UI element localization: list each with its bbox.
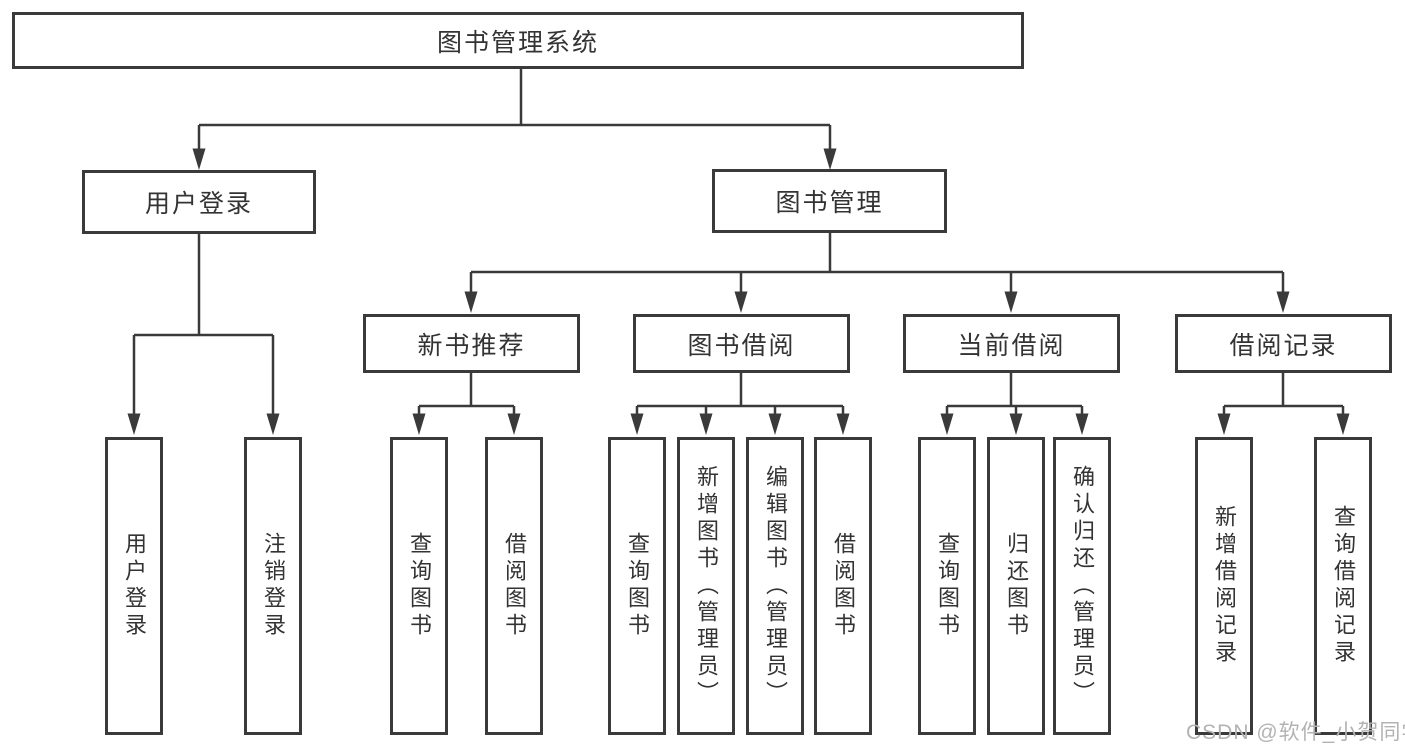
leaf-cb-query-books-label: 查询图书 <box>935 532 960 640</box>
leaf-logout-label: 注销登录 <box>261 532 286 640</box>
leaf-cb-query-books: 查询图书 <box>918 437 976 735</box>
node-book-borrow: 图书借阅 <box>633 314 850 373</box>
leaf-bb-edit-books-admin: 编辑图书（管理员） <box>746 437 804 735</box>
node-new-book-recommend: 新书推荐 <box>363 314 580 373</box>
node-current-borrow: 当前借阅 <box>903 314 1120 373</box>
leaf-nbr-borrow-books: 借阅图书 <box>485 437 543 735</box>
csdn-watermark: CSDN @软件_小贺同学 <box>1186 721 1405 744</box>
arrowheads <box>127 148 1350 435</box>
leaf-bb-borrow-books-label: 借阅图书 <box>831 532 856 640</box>
leaf-br-query-record-label: 查询借阅记录 <box>1331 505 1356 667</box>
leaf-bb-query-books: 查询图书 <box>608 437 666 735</box>
node-book-management: 图书管理 <box>712 169 947 233</box>
leaf-bb-query-books-label: 查询图书 <box>625 532 650 640</box>
node-root-system: 图书管理系统 <box>12 12 1024 69</box>
node-borrow-records: 借阅记录 <box>1175 314 1392 373</box>
leaf-cb-confirm-return-admin-label: 确认归还（管理员） <box>1070 464 1095 708</box>
leaf-cb-return-books-label: 归还图书 <box>1004 532 1029 640</box>
leaf-cb-confirm-return-admin: 确认归还（管理员） <box>1053 437 1111 735</box>
leaf-user-login: 用户登录 <box>105 437 163 735</box>
leaf-nbr-query-books-label: 查询图书 <box>407 532 432 640</box>
leaf-br-add-record: 新增借阅记录 <box>1195 437 1253 735</box>
leaf-bb-borrow-books: 借阅图书 <box>814 437 872 735</box>
leaf-cb-return-books: 归还图书 <box>987 437 1045 735</box>
leaf-nbr-borrow-books-label: 借阅图书 <box>502 532 527 640</box>
node-user-login: 用户登录 <box>82 170 316 234</box>
leaf-bb-edit-books-admin-label: 编辑图书（管理员） <box>763 464 788 708</box>
leaf-user-login-label: 用户登录 <box>122 532 147 640</box>
connector-segments <box>132 69 1345 416</box>
leaf-br-add-record-label: 新增借阅记录 <box>1212 505 1237 667</box>
leaf-bb-add-books-admin: 新增图书（管理员） <box>677 437 735 735</box>
leaf-logout: 注销登录 <box>244 437 302 735</box>
leaf-br-query-record: 查询借阅记录 <box>1314 437 1372 735</box>
leaf-bb-add-books-admin-label: 新增图书（管理员） <box>694 464 719 708</box>
leaf-nbr-query-books: 查询图书 <box>390 437 448 735</box>
